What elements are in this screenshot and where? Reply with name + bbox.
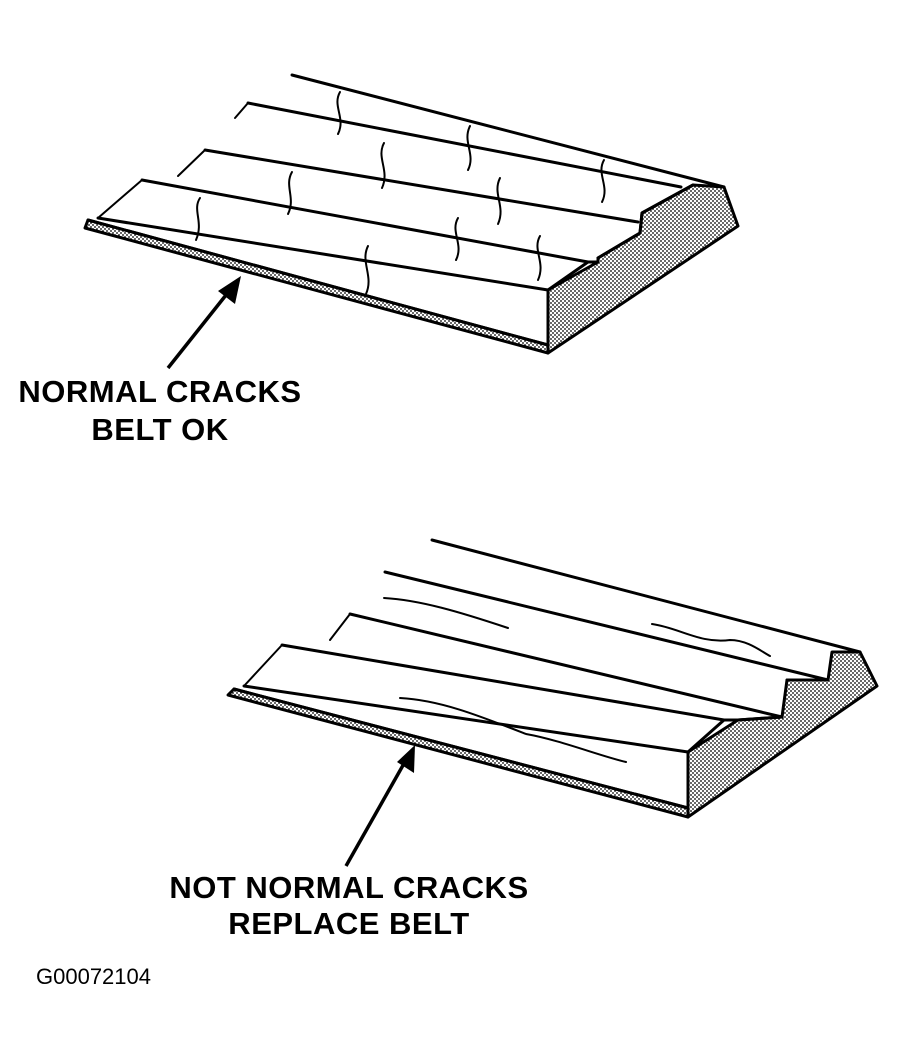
belt-backing <box>83 218 550 355</box>
belt-ok-label: BELT OK <box>91 412 229 447</box>
belt-abnormal-cracks-illustration <box>226 538 879 819</box>
belt-normal-cracks-illustration <box>83 73 740 355</box>
normal-cracks-label: NORMAL CRACKS <box>18 374 302 409</box>
arrow-to-normal-cracks <box>166 276 241 370</box>
figure-code: G00072104 <box>36 964 151 989</box>
arrow-to-abnormal-cracks <box>344 745 415 867</box>
belt-end-section <box>686 650 879 819</box>
replace-belt-label: REPLACE BELT <box>228 906 470 941</box>
not-normal-cracks-label: NOT NORMAL CRACKS <box>169 870 529 905</box>
